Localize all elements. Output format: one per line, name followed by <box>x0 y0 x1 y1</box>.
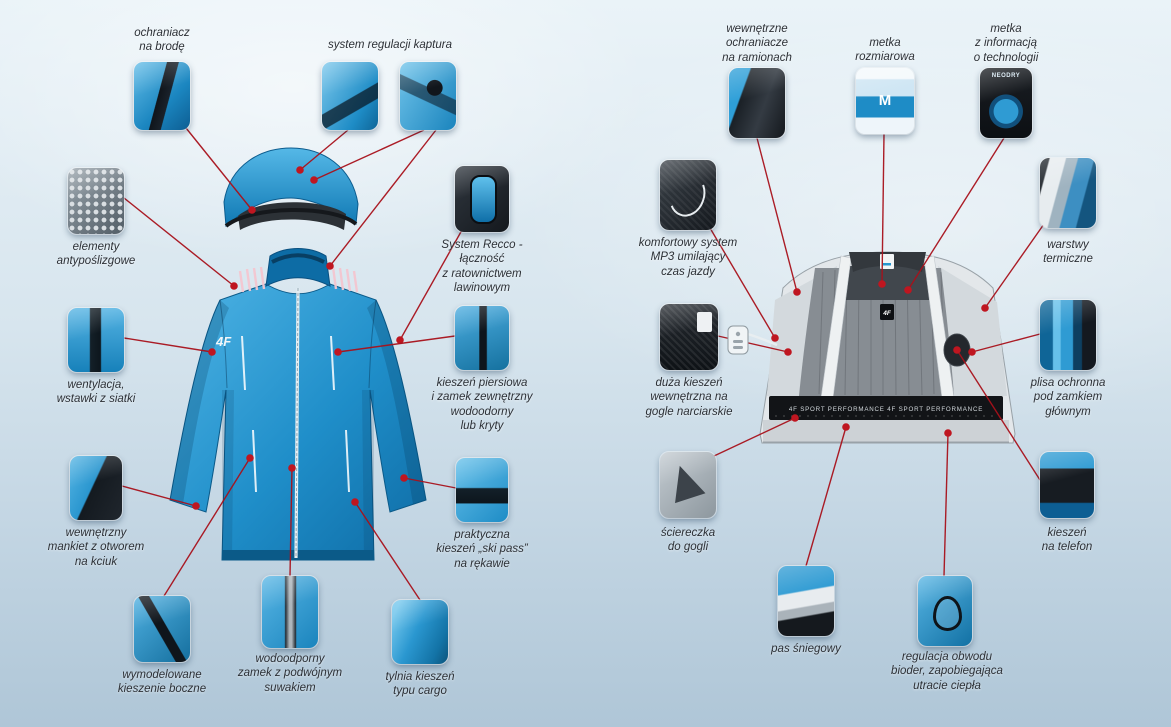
photo-goggle-cloth <box>659 451 717 519</box>
jacket-body <box>169 248 427 561</box>
photo-cargo-pocket <box>391 599 449 665</box>
snow-skirt-text: 4F SPORT PERFORMANCE 4F SPORT PERFORMANC… <box>789 406 983 413</box>
photo-hip-adjustment <box>917 575 973 647</box>
brand-logo-interior: 4F <box>882 310 892 317</box>
hood-detail <box>223 147 359 230</box>
photo-tech-tag: NEODRY <box>979 67 1033 139</box>
snow-skirt-band <box>763 396 1009 443</box>
jacket-interior-illustration: 4F 4F SPORT PERFORMANCE 4F SPORT PERFORM… <box>759 251 1016 444</box>
reflective-strips <box>238 266 359 293</box>
label-goggle-pocket: duża kieszeń wewnętrzna na gogle narciar… <box>645 377 733 418</box>
label-chest-pocket: kieszeń piersiowa i zamek zewnętrzny wod… <box>431 377 533 432</box>
label-cargo-pocket: tylnia kieszeń typu cargo <box>385 671 455 698</box>
photo-size-tag: M <box>855 67 915 135</box>
label-ventilation: wentylacja, wstawki z siatki <box>56 379 136 406</box>
label-chin-guard: ochraniacz na brodę <box>134 27 190 54</box>
photo-side-pockets <box>133 595 191 663</box>
photo-phone-pocket <box>1039 451 1095 519</box>
photo-thermal <box>1039 157 1097 229</box>
label-inner-cuff: wewnętrzny mankiet z otworem na kciuk <box>47 527 145 568</box>
label-size-tag: metka rozmiarowa <box>855 37 915 64</box>
photo-goggle-pocket <box>659 303 719 371</box>
label-anti-slip: elementy antypoślizgowe <box>56 241 136 268</box>
photo-double-zip <box>261 575 319 649</box>
photo-chin-guard <box>133 61 191 131</box>
tech-label: NEODRY <box>991 72 1021 79</box>
photo-ventilation <box>67 307 125 373</box>
photo-snow-skirt <box>777 565 835 637</box>
photo-hood-adjustment-1 <box>321 61 379 131</box>
label-ski-pass: praktyczna kieszeń „ski pass” na rękawie <box>436 529 528 570</box>
label-double-zip: wodoodporny zamek z podwójnym suwakiem <box>237 653 343 694</box>
zip-details <box>241 335 350 493</box>
photo-storm-flap <box>1039 299 1097 371</box>
label-hood-adjustment: system regulacji kaptura <box>328 39 452 51</box>
label-phone-pocket: kieszeń na telefon <box>1041 527 1093 554</box>
size-letter: M <box>878 91 892 109</box>
label-hip-adjustment: regulacja obwodu bioder, zapobiegająca u… <box>891 651 1003 692</box>
label-side-pockets: wymodelowane kieszenie boczne <box>117 669 207 696</box>
label-tech-tag: metka z informacją o technologii <box>973 23 1039 64</box>
brand-logo-front: 4F <box>215 334 232 349</box>
photo-shoulder-pads <box>728 67 786 139</box>
label-shoulder-pads: wewnętrzne ochraniacze na ramionach <box>722 23 792 64</box>
photo-mp3 <box>659 159 717 231</box>
photo-hood-adjustment-2 <box>399 61 457 131</box>
photo-anti-slip <box>67 167 125 235</box>
photo-recco <box>454 165 510 233</box>
jacket-front-illustration: 4F <box>169 147 427 561</box>
label-thermal: warstwy termiczne <box>1043 239 1093 266</box>
label-goggle-cloth: ściereczka do gogli <box>660 527 716 554</box>
photo-ski-pass <box>455 457 509 523</box>
label-recco: System Recco - łączność z ratownictwem l… <box>441 239 523 294</box>
label-snow-skirt: pas śniegowy <box>771 643 841 655</box>
label-storm-flap: plisa ochronna pod zamkiem głównym <box>1030 377 1106 418</box>
photo-inner-cuff <box>69 455 123 521</box>
label-mp3: komfortowy system MP3 umilający czas jaz… <box>638 237 738 278</box>
photo-chest-pocket <box>454 305 510 371</box>
